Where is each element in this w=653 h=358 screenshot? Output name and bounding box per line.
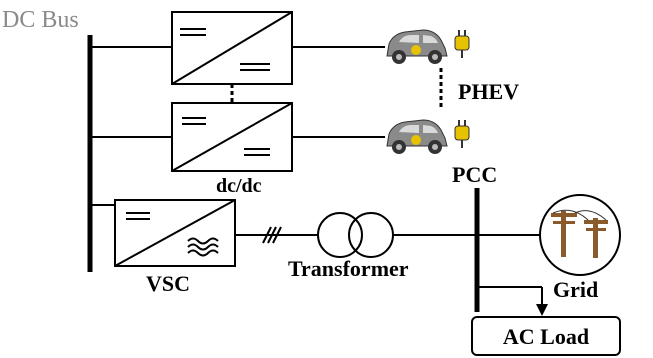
grid-symbol — [539, 194, 621, 276]
transformer-coil-icon — [317, 212, 394, 258]
pcc-label: PCC — [452, 162, 497, 187]
charging-plug-icon — [454, 120, 470, 148]
dcdc-converter-1 — [171, 11, 293, 85]
electric-car-icon — [386, 29, 448, 64]
ac-load-box — [471, 316, 621, 356]
three-phase-marks — [262, 226, 282, 244]
dc-bus-label: DC Bus — [2, 7, 79, 33]
vsc-converter — [114, 199, 236, 267]
electric-car-icon — [386, 119, 448, 154]
charging-plug-icon — [454, 30, 470, 58]
phev-label: PHEV — [458, 79, 519, 104]
dcdc-label: dc/dc — [216, 175, 262, 197]
vsc-label: VSC — [146, 271, 190, 296]
utility-pole-icon — [551, 209, 608, 258]
transformer-label: Transformer — [288, 256, 409, 281]
grid-label: Grid — [553, 277, 598, 302]
dcdc-converter-2 — [171, 102, 293, 172]
load-arrow-icon — [536, 304, 548, 316]
ac-load-label: AC Load — [503, 324, 589, 349]
